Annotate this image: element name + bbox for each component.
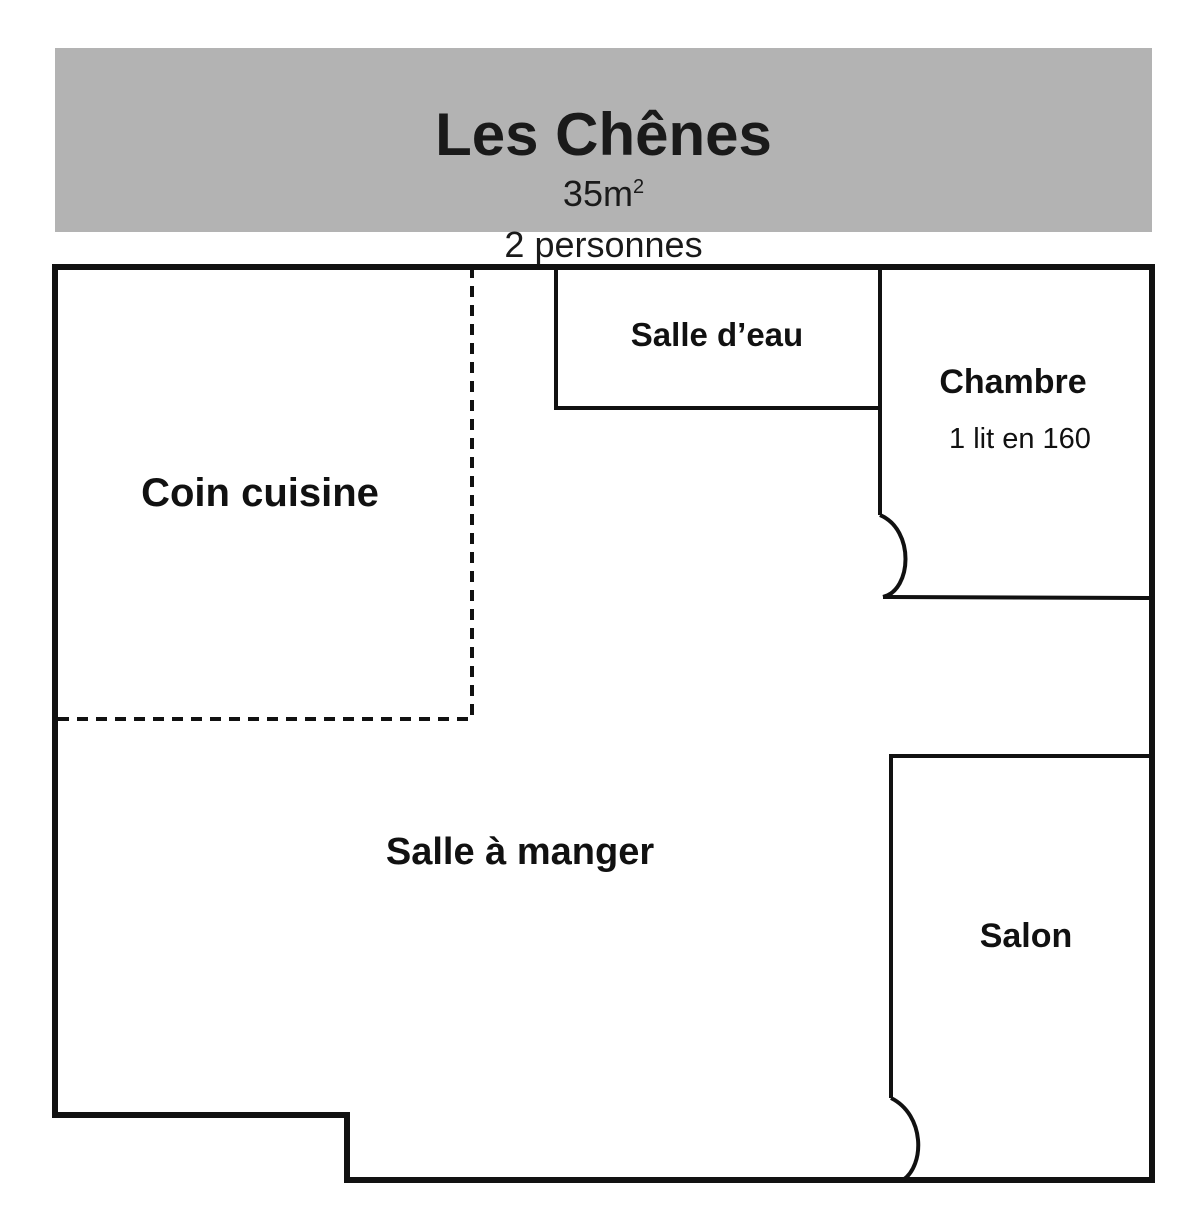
- bedroom-wall: [878, 267, 1153, 600]
- bedroom-bed-note: 1 lit en 160: [949, 423, 1091, 455]
- bedroom-door-arc: [879, 513, 908, 599]
- room-label-dining-room: Salle à manger: [386, 831, 654, 873]
- room-label-living-room: Salon: [980, 917, 1073, 955]
- living-room-wall: [889, 754, 1152, 1098]
- area-value: 35m: [562, 173, 633, 214]
- room-label-bedroom: Chambre: [939, 363, 1086, 401]
- area-exponent: 2: [632, 176, 645, 198]
- outer-wall: [52, 264, 1155, 1183]
- living-room-door-arc: [890, 1096, 921, 1182]
- shower-room-wall: [554, 267, 880, 410]
- room-label-kitchen: Coin cuisine: [141, 471, 379, 515]
- property-title: Les Chênes: [435, 101, 772, 168]
- room-label-shower-room: Salle d’eau: [631, 316, 803, 353]
- title-banner: Les Chênes 35m2 2 personnes: [55, 48, 1152, 265]
- property-area: 35m2: [55, 173, 1152, 215]
- kitchen-divider: [55, 267, 474, 721]
- property-capacity: 2 personnes: [504, 224, 703, 265]
